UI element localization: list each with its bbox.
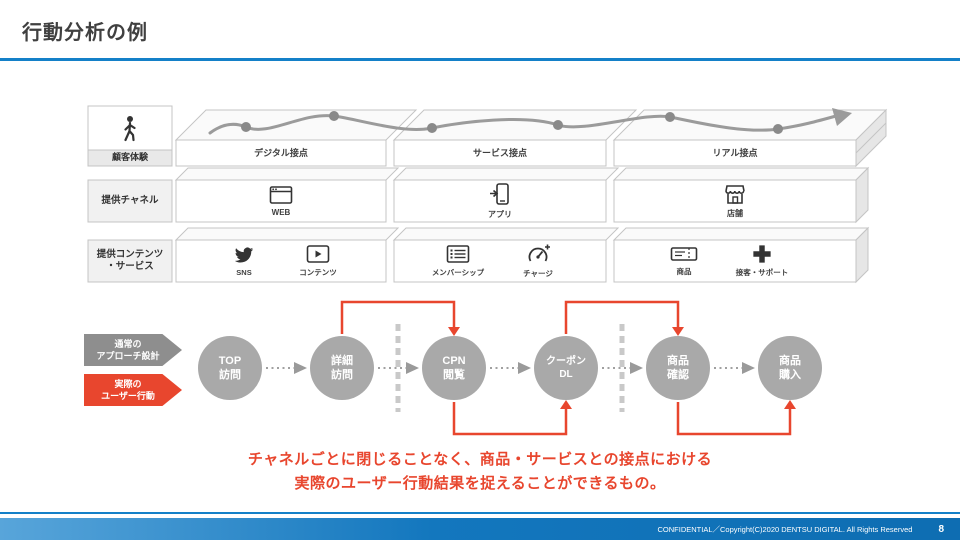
step-label: 確認 [667,369,689,381]
flow-step-cpn-view: CPN 閲覧 [422,336,486,400]
content-label-support: 接客・サポート [735,268,789,277]
flow-step-top-visit: TOP 訪問 [198,336,262,400]
legend-normal-approach: 通常の アプローチ設計 [84,334,182,366]
video-player-icon [306,244,330,264]
step-label: 閲覧 [443,369,465,381]
page-title: 行動分析の例 [22,22,148,44]
row-label-channel: 提供チャネル [101,194,159,206]
step-label: 訪問 [331,369,353,381]
content-label-contents: コンテンツ [299,268,337,277]
support-plus-icon [752,244,772,264]
row-label-contents-line1: 提供コンテンツ [96,248,164,260]
channel-cell-web: WEB [176,182,386,220]
page-number: 8 [938,523,944,535]
channel-label-store: 店舗 [727,209,743,218]
content-cell-goods: 商品 [644,243,724,279]
content-cell-support: 接客・サポート [722,243,802,279]
charge-gauge-icon [526,243,551,265]
row-label-experience: 顧客体験 [111,152,148,163]
journey-wave [208,108,852,135]
channel-cell-store: 店舗 [614,182,856,220]
caption-line-1: チャネルごとに閉じることなく、商品・サービスとの接点における [247,451,713,468]
footer-copyright: CONFIDENTIAL／Copyright(C)2020 DENTSU DIG… [657,524,913,534]
step-label: 訪問 [219,369,241,381]
step-label: クーポン [546,356,586,367]
step-label: 購入 [779,369,801,381]
step-label: CPN [442,354,466,367]
footer-bar: CONFIDENTIAL／Copyright(C)2020 DENTSU DIG… [0,518,960,540]
browser-icon [269,185,293,205]
title-divider [0,58,960,61]
step-label: DL [559,369,573,380]
content-cell-membership: メンバーシップ [418,243,498,279]
legend-normal-line2: アプローチ設計 [96,351,160,361]
flow-step-detail-visit: 詳細 訪問 [310,336,374,400]
flow-step-coupon-dl: クーポン DL [534,336,598,400]
content-label-charge: チャージ [523,269,553,278]
legend-actual-line2: ユーザー行動 [101,391,155,401]
content-label-sns: SNS [236,268,252,277]
touchpoint-digital: デジタル接点 [254,148,308,158]
content-label-membership: メンバーシップ [431,268,485,277]
flow-step-item-purchase: 商品 購入 [758,336,822,400]
footer-divider [0,512,960,514]
channel-cell-app: アプリ [394,182,606,220]
caption-line-2: 実際のユーザー行動結果を捉えることができるもの。 [294,475,666,492]
actual-behavior-arrowheads [448,327,796,409]
smartphone-icon [488,182,512,206]
touchpoint-real: リアル接点 [712,148,758,158]
twitter-bird-icon [234,245,254,265]
step-label: TOP [218,354,242,367]
ticket-icon [670,245,698,263]
content-cell-contents: コンテンツ [278,243,358,279]
legend-actual-behavior: 実際の ユーザー行動 [84,374,182,406]
channel-label-app: アプリ [488,210,512,219]
step-label: 詳細 [331,354,353,367]
step-label: 商品 [779,354,801,367]
channel-label-web: WEB [271,208,291,217]
legend-actual-line1: 実際の [114,378,142,389]
content-cell-sns: SNS [204,243,284,279]
store-icon [723,183,747,205]
content-cell-charge: チャージ [498,243,578,279]
membership-list-icon [446,244,470,264]
row-label-contents-line2: ・サービス [106,261,154,272]
flow-step-item-check: 商品 確認 [646,336,710,400]
step-label: 商品 [667,354,689,367]
walking-person-icon [88,108,172,150]
row-label-contents: 提供コンテンツ ・サービス [88,240,172,282]
touchpoint-service: サービス接点 [472,148,527,158]
legend-normal-line1: 通常の [114,338,142,349]
content-label-goods: 商品 [676,267,692,276]
